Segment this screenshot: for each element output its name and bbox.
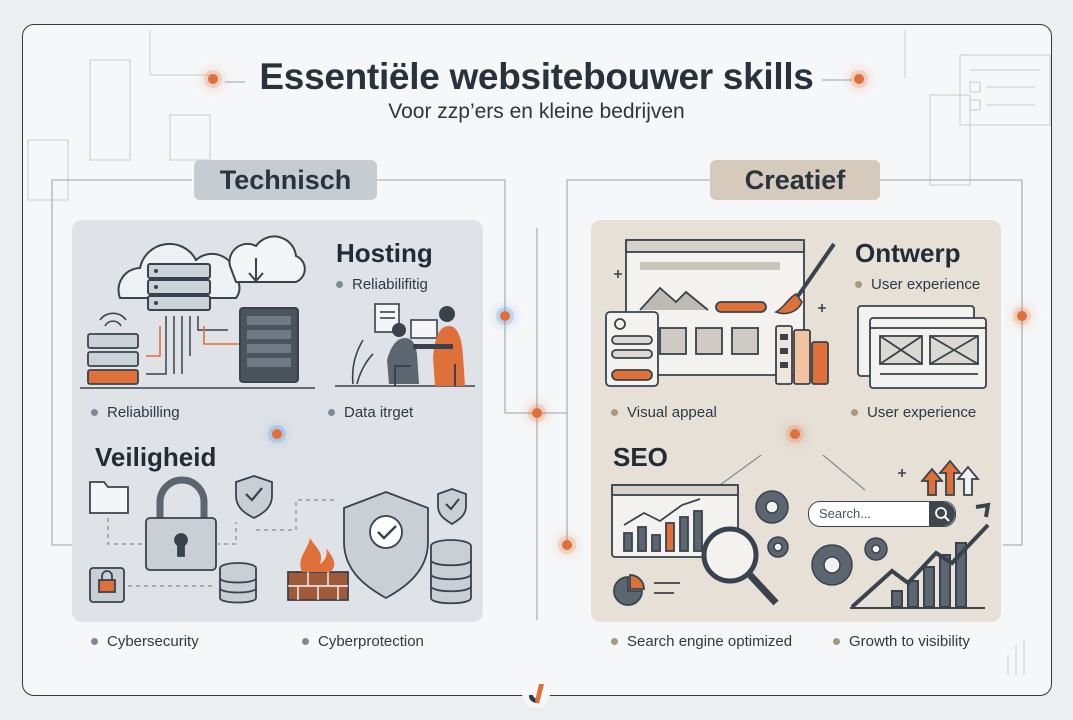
cloud-server-icon [80, 235, 315, 389]
hosting-bullet: Reliabilling [91, 404, 180, 421]
page-title: Essentiële websitebouwer skills [259, 56, 814, 97]
magnifier-icon [701, 526, 759, 584]
hosting-title: Hosting [336, 238, 433, 268]
connector-node-seo [562, 540, 572, 550]
connector-node-hosting [500, 311, 510, 321]
logo-icon [522, 680, 550, 708]
category-creative: Creatief [710, 160, 880, 200]
gear-icon [755, 490, 888, 586]
search-input[interactable]: Search... [808, 501, 956, 527]
seo-bullet: Search engine optimized [611, 633, 792, 650]
hosting-bullet: Reliabilifitig [336, 276, 428, 293]
design-bullet: User experience [855, 276, 980, 293]
website-mockup-icon [605, 239, 836, 387]
security-bullet: Cyberprotection [302, 633, 424, 650]
hosting-bullet: Data itrget [328, 404, 413, 421]
category-technical: Technisch [194, 160, 377, 200]
connector-node [208, 74, 218, 84]
connector-node-center [532, 408, 542, 418]
design-bullet: Visual appeal [611, 404, 717, 421]
seo-bullet: Growth to visibility [833, 633, 970, 650]
security-title: Veiligheid [95, 442, 217, 472]
security-illustration [89, 475, 472, 605]
search-button[interactable] [929, 502, 955, 526]
workers-at-desk-icon [335, 303, 475, 387]
seo-illustration [611, 455, 991, 609]
seo-title: SEO [613, 442, 668, 472]
wifi-icon [99, 312, 127, 327]
design-title: Ontwerp [855, 238, 961, 268]
database-icon [219, 568, 257, 604]
connector-node-creative [790, 429, 800, 439]
folder-icon [89, 481, 129, 514]
security-bullet: Cybersecurity [91, 633, 199, 650]
wireframe-windows-icon [857, 305, 987, 389]
design-bullet: User experience [851, 404, 976, 421]
connector-node-design [1017, 311, 1027, 321]
connector-node [854, 74, 864, 84]
search-placeholder: Search... [819, 506, 872, 521]
growth-chart-icon [850, 502, 991, 609]
connector-node-technical [272, 429, 282, 439]
search-icon [935, 507, 950, 522]
page-subtitle: Voor zzp’ers en kleine bedrijven [388, 100, 685, 123]
paintbrush-icon [774, 292, 803, 315]
